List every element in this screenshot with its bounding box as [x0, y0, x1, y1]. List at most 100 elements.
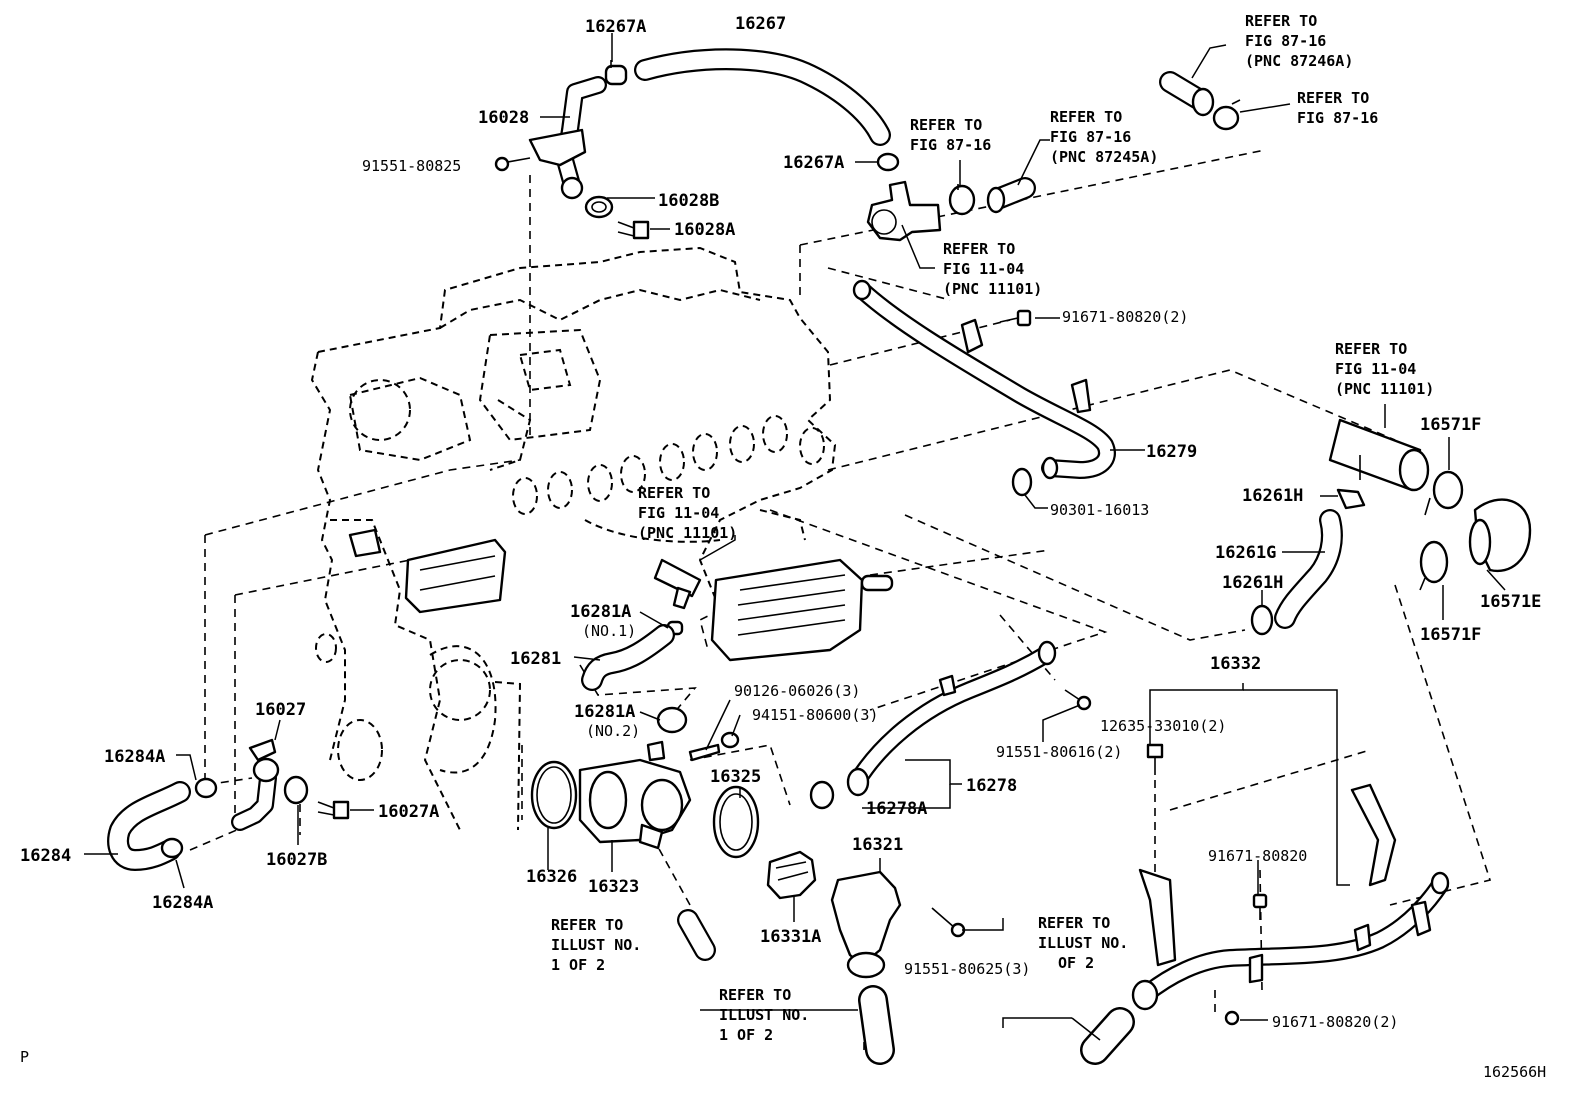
reference-notes: REFER TO FIG 87-16 (PNC 87246A) REFER TO… — [551, 12, 1434, 1044]
label-91551-80616-2: 91551-80616(2) — [996, 743, 1122, 761]
label-16326: 16326 — [526, 867, 577, 887]
label-90126-06026-3: 90126-06026(3) — [734, 682, 860, 700]
clamp-16284A-top — [194, 777, 218, 799]
bolt-12635-33010 — [1146, 743, 1164, 775]
bolt-91671-80820-top — [999, 309, 1032, 327]
label-16281A-no1: 16281A — [570, 602, 631, 622]
gasket-16325 — [712, 785, 760, 859]
stud-90126-06026 — [688, 743, 721, 762]
gasket-16326 — [530, 760, 578, 830]
label-16278A: 16278A — [866, 799, 927, 819]
label-16281: 16281 — [510, 649, 561, 669]
bolt-16028A — [617, 220, 650, 240]
thermostat-16331A — [766, 850, 817, 900]
clamp-16571F-bottom — [1419, 540, 1449, 591]
water-inlet-16321 — [830, 870, 902, 979]
label-16332: 16332 — [1210, 654, 1261, 674]
clamp-16281A-no2 — [656, 706, 688, 734]
label-16261G: 16261G — [1215, 543, 1276, 563]
clamp-fig87-16-mid — [948, 184, 976, 216]
clamp-16267A-mid — [876, 152, 900, 172]
ref-note-fig87-16-pnc87246a: REFER TO FIG 87-16 (PNC 87246A) — [1245, 12, 1353, 70]
bolt-16027A — [317, 800, 350, 820]
pipe-16027 — [231, 738, 280, 831]
part-labels: 16267A 16267 16028 91551-80825 16028B 16… — [20, 14, 1541, 1031]
label-91671-80820-2-top: 91671-80820(2) — [1062, 308, 1188, 326]
pipe-16279 — [852, 279, 1116, 480]
o-ring-16278A — [809, 780, 835, 810]
ref-note-fig11-04-right: REFER TO FIG 11-04 (PNC 11101) — [1335, 340, 1434, 398]
ref-note-fig87-16-mid: REFER TO FIG 87-16 — [910, 116, 991, 154]
label-91671-80820-2-bottom: 91671-80820(2) — [1272, 1013, 1398, 1031]
clamp-16267A-top — [604, 60, 628, 86]
label-16027: 16027 — [255, 700, 306, 720]
label-16284A-bottom: 16284A — [152, 893, 213, 913]
hose-ref-illust-1-upper — [677, 909, 716, 961]
bolt-91551-80616 — [1064, 689, 1092, 711]
ref-note-fig87-16-pnc87245a: REFER TO FIG 87-16 (PNC 87245A) — [1050, 108, 1158, 166]
label-16331A: 16331A — [760, 927, 821, 947]
clamp-16571F-top — [1424, 470, 1464, 516]
label-91551-80825: 91551-80825 — [362, 157, 461, 175]
label-16278: 16278 — [966, 776, 1017, 796]
label-16279: 16279 — [1146, 442, 1197, 462]
label-16267A-top: 16267A — [585, 17, 646, 37]
nut-94151-80600 — [720, 731, 740, 749]
ref-note-fig11-04-center: REFER TO FIG 11-04 (PNC 11101) — [638, 484, 737, 542]
engine-ghost-outline — [310, 246, 837, 831]
bolt-91671-80820-bottom — [1224, 1010, 1240, 1026]
hose-16571E — [1468, 498, 1532, 573]
pipe-16278 — [846, 640, 1057, 797]
label-no2: (NO.2) — [586, 722, 640, 740]
ref-note-fig87-16-top-right: REFER TO FIG 87-16 — [1297, 89, 1378, 127]
label-16261H-bottom: 16261H — [1222, 573, 1283, 593]
label-16284A-top: 16284A — [104, 747, 165, 767]
hose-16284 — [107, 781, 191, 871]
clamp-fig87-16-top — [1212, 99, 1241, 131]
label-91671-80820: 91671-80820 — [1208, 847, 1307, 865]
pipe-ref-fig11-04-right — [1328, 418, 1430, 492]
label-16027A: 16027A — [378, 802, 439, 822]
ref-note-fig11-04-upper: REFER TO FIG 11-04 (PNC 11101) — [943, 240, 1042, 298]
water-inlet-ref-fig11-04-center — [653, 558, 702, 610]
label-16281A-no2: 16281A — [574, 702, 635, 722]
bolt-91551-80825 — [494, 156, 531, 172]
label-16028: 16028 — [478, 108, 529, 128]
o-ring-90301-16013 — [1011, 467, 1033, 497]
corner-mark-left: P — [20, 1048, 29, 1066]
clamp-16284A-bottom — [160, 837, 184, 859]
hose-16261G — [1274, 509, 1343, 629]
ref-note-illust-1-of-2-bottom: REFER TO ILLUST NO. 1 OF 2 — [719, 986, 818, 1044]
label-16323: 16323 — [588, 877, 639, 897]
clamp-16027B — [283, 775, 309, 805]
figure-id: 162566H — [1483, 1063, 1546, 1081]
hose-ref-illust-1-lower — [858, 985, 895, 1065]
label-90301-16013: 90301-16013 — [1050, 501, 1149, 519]
pipe-16028 — [528, 76, 607, 200]
label-16028A: 16028A — [674, 220, 735, 240]
hose-ref-illust-2 — [1080, 1007, 1135, 1065]
label-16321: 16321 — [852, 835, 903, 855]
hose-16267 — [634, 48, 891, 146]
label-16267: 16267 — [735, 14, 786, 34]
clamp-16028B — [584, 195, 614, 219]
hose-16281 — [581, 624, 675, 691]
pipe-16332 — [1131, 783, 1450, 1011]
hose-fig87-16-mid — [986, 177, 1036, 214]
housing-16323 — [578, 740, 692, 850]
label-16267A-mid: 16267A — [783, 153, 844, 173]
label-94151-80600-3: 94151-80600(3) — [752, 706, 878, 724]
label-16571F-top: 16571F — [1420, 415, 1481, 435]
clamp-16261H-top — [1336, 488, 1366, 510]
label-16027B: 16027B — [266, 850, 327, 870]
label-16571F-bottom: 16571F — [1420, 625, 1481, 645]
label-12635-33010-2: 12635-33010(2) — [1100, 717, 1226, 735]
ref-note-illust-1-of-2-left: REFER TO ILLUST NO. 1 OF 2 — [551, 916, 650, 974]
label-16261H-top: 16261H — [1242, 486, 1303, 506]
label-16028B: 16028B — [658, 191, 719, 211]
label-16284: 16284 — [20, 846, 71, 866]
clamp-16261H-bottom — [1250, 604, 1274, 636]
hose-fig87-16-top — [1159, 71, 1215, 117]
oil-cooler-block — [710, 558, 894, 662]
